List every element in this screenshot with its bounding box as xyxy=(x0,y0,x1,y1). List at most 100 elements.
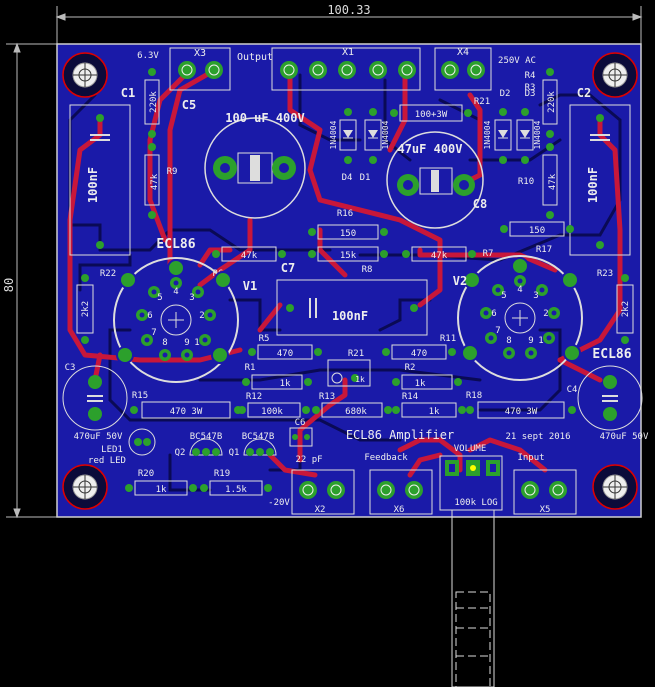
output-label: Output xyxy=(237,52,273,63)
resistor-r23 xyxy=(616,274,634,344)
diode-d1 xyxy=(364,108,382,164)
pot-value: 100k LOG xyxy=(454,498,497,508)
led1 xyxy=(128,428,156,456)
d3-label: D3 xyxy=(525,89,536,99)
resistor-r17 xyxy=(500,221,574,237)
r9-label: R9 xyxy=(167,167,178,177)
v2-type: ECL86 xyxy=(592,347,631,362)
height-label: 80 xyxy=(2,278,16,292)
c3-value: 470uF 50V xyxy=(74,432,123,442)
r3-value: 220k xyxy=(149,91,159,113)
capacitor-c7 xyxy=(276,279,428,336)
r4-value: 220k xyxy=(547,91,557,113)
capacitor-c4 xyxy=(577,365,643,431)
v1-pin-9: 9 xyxy=(184,338,189,348)
r21-value: 100+3W xyxy=(415,110,448,120)
resistor-r3 xyxy=(144,68,160,138)
c4-label: C4 xyxy=(567,385,578,395)
r21-label-bottom: R21 xyxy=(348,349,364,359)
v1-pin-6: 6 xyxy=(147,311,152,321)
mounting-hole-tr xyxy=(592,52,638,98)
resistor-r6 xyxy=(212,246,286,262)
trimmer-r21 xyxy=(327,359,371,387)
r15-label: R15 xyxy=(132,391,148,401)
v1-pin-2: 2 xyxy=(199,311,204,321)
d2-type: 1N4004 xyxy=(483,120,492,149)
resistor-r15 xyxy=(130,401,242,419)
c5-label: C5 xyxy=(182,98,196,112)
potentiometer-shaft xyxy=(451,509,495,687)
v2-pin-6: 6 xyxy=(491,309,496,319)
width-label: 100.33 xyxy=(327,3,370,17)
r22-label: R22 xyxy=(100,269,116,279)
v2-pin-4: 4 xyxy=(517,285,522,295)
volume-label: VOLUME xyxy=(454,444,487,454)
r13-label: R13 xyxy=(319,392,335,402)
resistor-r1 xyxy=(242,374,312,390)
feedback-label: Feedback xyxy=(364,453,408,463)
diode-d4 xyxy=(339,108,357,164)
resistor-r7 xyxy=(402,246,476,262)
resistor-r2 xyxy=(392,374,462,390)
r7-value: 47k xyxy=(431,251,448,261)
d1-type: 1N4004 xyxy=(381,120,390,149)
r8-label: R8 xyxy=(362,265,373,275)
v1-label: V1 xyxy=(243,279,257,293)
r11-label: R11 xyxy=(440,334,456,344)
capacitor-c5 xyxy=(204,117,306,219)
r9-value: 47k xyxy=(150,173,160,190)
v2-pin-2: 2 xyxy=(543,309,548,319)
supply-6v3-label: 6.3V xyxy=(137,51,159,61)
connector-x5 xyxy=(513,469,577,515)
capacitor-c6 xyxy=(289,427,313,447)
x6-label: X6 xyxy=(394,505,405,515)
r16-label: R16 xyxy=(337,209,353,219)
v1-pin-4: 4 xyxy=(173,287,178,297)
c6-value: 22 pF xyxy=(295,455,322,465)
v2-label: V2 xyxy=(453,274,467,288)
connector-x3 xyxy=(169,47,231,91)
v1-pin-8: 8 xyxy=(162,338,167,348)
c6-label: C6 xyxy=(295,418,306,428)
v1-pin-7: 7 xyxy=(151,328,156,338)
q1-label: Q1 xyxy=(229,448,240,458)
r23-value: 2k2 xyxy=(621,301,631,317)
potentiometer-volume xyxy=(439,455,503,511)
resistor-r11 xyxy=(382,344,456,360)
led-label: LED1 xyxy=(101,445,123,455)
r3-label: R3 xyxy=(525,83,536,93)
mounting-hole-br xyxy=(592,464,638,510)
ac-label: 250V AC xyxy=(498,56,536,66)
r17-value: 150 xyxy=(529,226,545,236)
c8-value: 47uF 400V xyxy=(397,142,462,156)
r22-value: 2k2 xyxy=(81,301,91,317)
resistor-r22 xyxy=(76,274,94,344)
connector-x6 xyxy=(369,469,433,515)
r10-value: 47k xyxy=(548,173,558,190)
tube-v2 xyxy=(457,255,583,381)
r14-value: 1k xyxy=(429,407,440,417)
r19-label: R19 xyxy=(214,469,230,479)
r5-value: 470 xyxy=(277,349,293,359)
d2-label: D2 xyxy=(500,89,511,99)
r18-label: R18 xyxy=(466,391,482,401)
r23-label: R23 xyxy=(597,269,613,279)
r4-label: R4 xyxy=(525,71,536,81)
capacitor-c1 xyxy=(69,104,131,256)
q2-type: BC547B xyxy=(190,432,223,442)
capacitor-c2 xyxy=(569,104,631,256)
r8-value: 15k xyxy=(340,251,357,261)
input-label: Input xyxy=(517,453,544,463)
r1-label: R1 xyxy=(245,363,256,373)
x2-label: X2 xyxy=(315,505,326,515)
c3-label: C3 xyxy=(65,363,76,373)
resistor-r16 xyxy=(308,224,388,240)
resistor-r19 xyxy=(200,480,272,496)
mounting-hole-bl xyxy=(62,464,108,510)
r10-label: R10 xyxy=(518,177,534,187)
led-desc: red LED xyxy=(88,456,126,466)
r18-value: 470 3W xyxy=(505,407,538,417)
board-title: ECL86 Amplifier xyxy=(346,428,454,442)
v1-pin-numbers: 1 2 3 4 5 6 7 8 9 xyxy=(147,287,204,348)
